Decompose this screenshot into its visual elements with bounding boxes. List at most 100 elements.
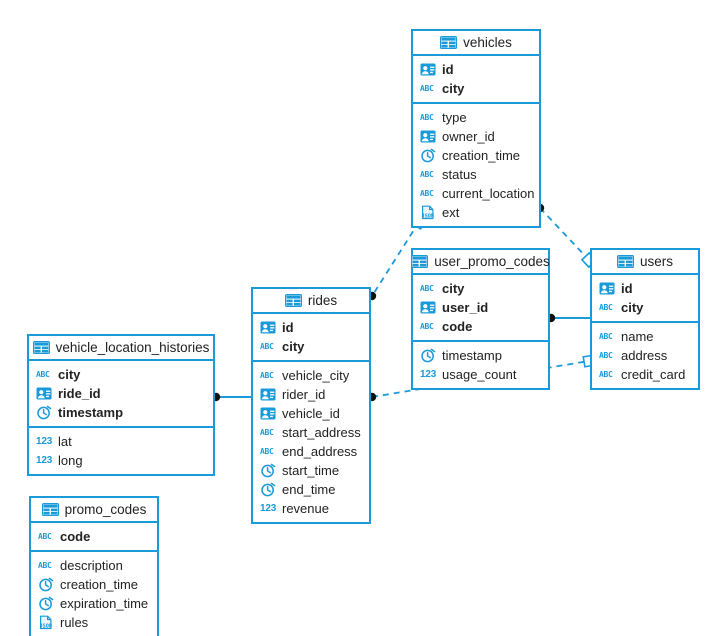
field-name: creation_time (442, 148, 521, 163)
json-document-icon: JSON (40, 615, 52, 629)
number-type-icon: 123 (36, 455, 53, 466)
number-type-icon: 123 (260, 501, 276, 516)
field-row[interactable]: timestamp (29, 403, 213, 422)
text-type-icon: ABC (420, 186, 436, 201)
field-row[interactable]: rider_id (253, 385, 369, 404)
field-row[interactable]: id (592, 279, 698, 298)
field-name: code (442, 319, 473, 334)
field-row[interactable]: ABC current_location (413, 184, 539, 203)
field-name: expiration_time (60, 596, 149, 611)
field-row[interactable]: creation_time (413, 146, 539, 165)
field-row[interactable]: id (253, 318, 369, 337)
field-name: revenue (282, 501, 329, 516)
number-type-icon: 123 (36, 434, 52, 449)
field-row[interactable]: timestamp (413, 346, 548, 365)
clock-icon (260, 482, 276, 497)
field-name: description (60, 558, 123, 573)
field-row[interactable]: user_id (413, 298, 548, 317)
field-row[interactable]: expiration_time (31, 594, 157, 613)
field-name: end_time (282, 482, 336, 497)
json-document-icon: JSON (38, 615, 54, 630)
field-name: timestamp (58, 405, 124, 420)
number-type-icon: 123 (420, 367, 436, 382)
number-type-icon: 123 (260, 503, 277, 514)
id-badge-icon (420, 130, 436, 143)
field-name: timestamp (442, 348, 502, 363)
field-row[interactable]: end_time (253, 480, 369, 499)
field-row[interactable]: ABC address (592, 346, 698, 365)
text-type-icon: ABC (599, 370, 613, 379)
text-type-icon: ABC (599, 332, 613, 341)
entity-header[interactable]: rides (253, 289, 369, 314)
text-type-icon: ABC (38, 532, 52, 541)
field-row[interactable]: owner_id (413, 127, 539, 146)
field-row[interactable]: id (413, 60, 539, 79)
field-row[interactable]: creation_time (31, 575, 157, 594)
entity-title: vehicles (463, 34, 512, 50)
entity-header[interactable]: users (592, 250, 698, 275)
text-type-icon: ABC (260, 339, 276, 354)
field-row[interactable]: vehicle_id (253, 404, 369, 423)
entity-header[interactable]: vehicle_location_histories (29, 336, 213, 361)
text-type-icon: ABC (38, 529, 54, 544)
entity-header[interactable]: user_promo_codes (411, 250, 550, 275)
field-name: owner_id (442, 129, 495, 144)
field-name: current_location (442, 186, 535, 201)
entity-header[interactable]: promo_codes (31, 498, 157, 523)
text-type-icon: ABC (260, 428, 274, 437)
text-type-icon: ABC (420, 81, 436, 96)
text-type-icon: ABC (420, 167, 436, 182)
entity-header[interactable]: vehicles (413, 31, 539, 56)
field-row[interactable]: ABC code (413, 317, 548, 336)
field-name: ride_id (58, 386, 101, 401)
clock-icon (39, 577, 54, 592)
text-type-icon: ABC (420, 322, 434, 331)
field-row[interactable]: ride_id (29, 384, 213, 403)
text-type-icon: ABC (599, 300, 615, 315)
field-name: creation_time (60, 577, 139, 592)
field-name: end_address (282, 444, 358, 459)
field-name: id (442, 62, 454, 77)
entity-title: users (639, 253, 673, 269)
field-row[interactable]: 123 revenue (253, 499, 369, 518)
text-type-icon: ABC (420, 84, 434, 93)
clock-icon (421, 348, 436, 363)
field-name: address (621, 348, 668, 363)
text-type-icon: ABC (599, 351, 613, 360)
field-row[interactable]: start_time (253, 461, 369, 480)
field-name: start_time (282, 463, 340, 478)
field-name: vehicle_id (282, 406, 340, 421)
clock-icon (421, 148, 436, 163)
